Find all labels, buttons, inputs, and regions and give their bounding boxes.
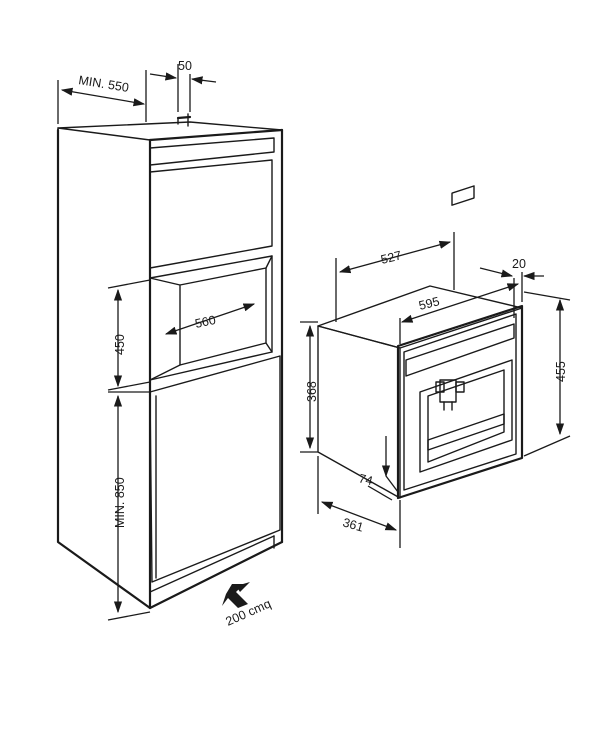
label-455: 455 <box>554 361 568 382</box>
label-560: 560 <box>194 313 217 331</box>
dim-50: 50 <box>149 59 217 112</box>
label-361: 361 <box>341 515 365 534</box>
dim-368: 368 <box>300 321 319 453</box>
coffee-machine <box>317 185 524 500</box>
dim-455: 455 <box>523 291 571 457</box>
vent-arrow-icon <box>222 584 248 608</box>
dim-595: 595 <box>399 283 520 344</box>
dim-450: 450 <box>107 279 151 391</box>
label-min-850: MIN. 850 <box>113 477 127 528</box>
label-50: 50 <box>178 59 192 73</box>
dim-min-850: MIN. 850 <box>107 391 151 621</box>
dim-361: 361 <box>317 456 401 548</box>
dim-74: 74 <box>357 436 399 501</box>
label-368: 368 <box>305 381 319 402</box>
dim-527: 527 <box>335 232 455 322</box>
label-595: 595 <box>417 294 441 313</box>
dim-560: 560 <box>164 303 256 335</box>
dim-min-550: MIN. 550 <box>57 70 147 124</box>
vent-indicator: 200 cmq <box>222 582 273 629</box>
label-527: 527 <box>379 248 403 267</box>
label-vent-area: 200 cmq <box>224 596 274 628</box>
label-74: 74 <box>357 471 374 488</box>
column-cabinet <box>56 113 284 610</box>
label-20: 20 <box>512 257 526 271</box>
label-450: 450 <box>113 334 127 355</box>
label-min-550: MIN. 550 <box>78 73 130 95</box>
